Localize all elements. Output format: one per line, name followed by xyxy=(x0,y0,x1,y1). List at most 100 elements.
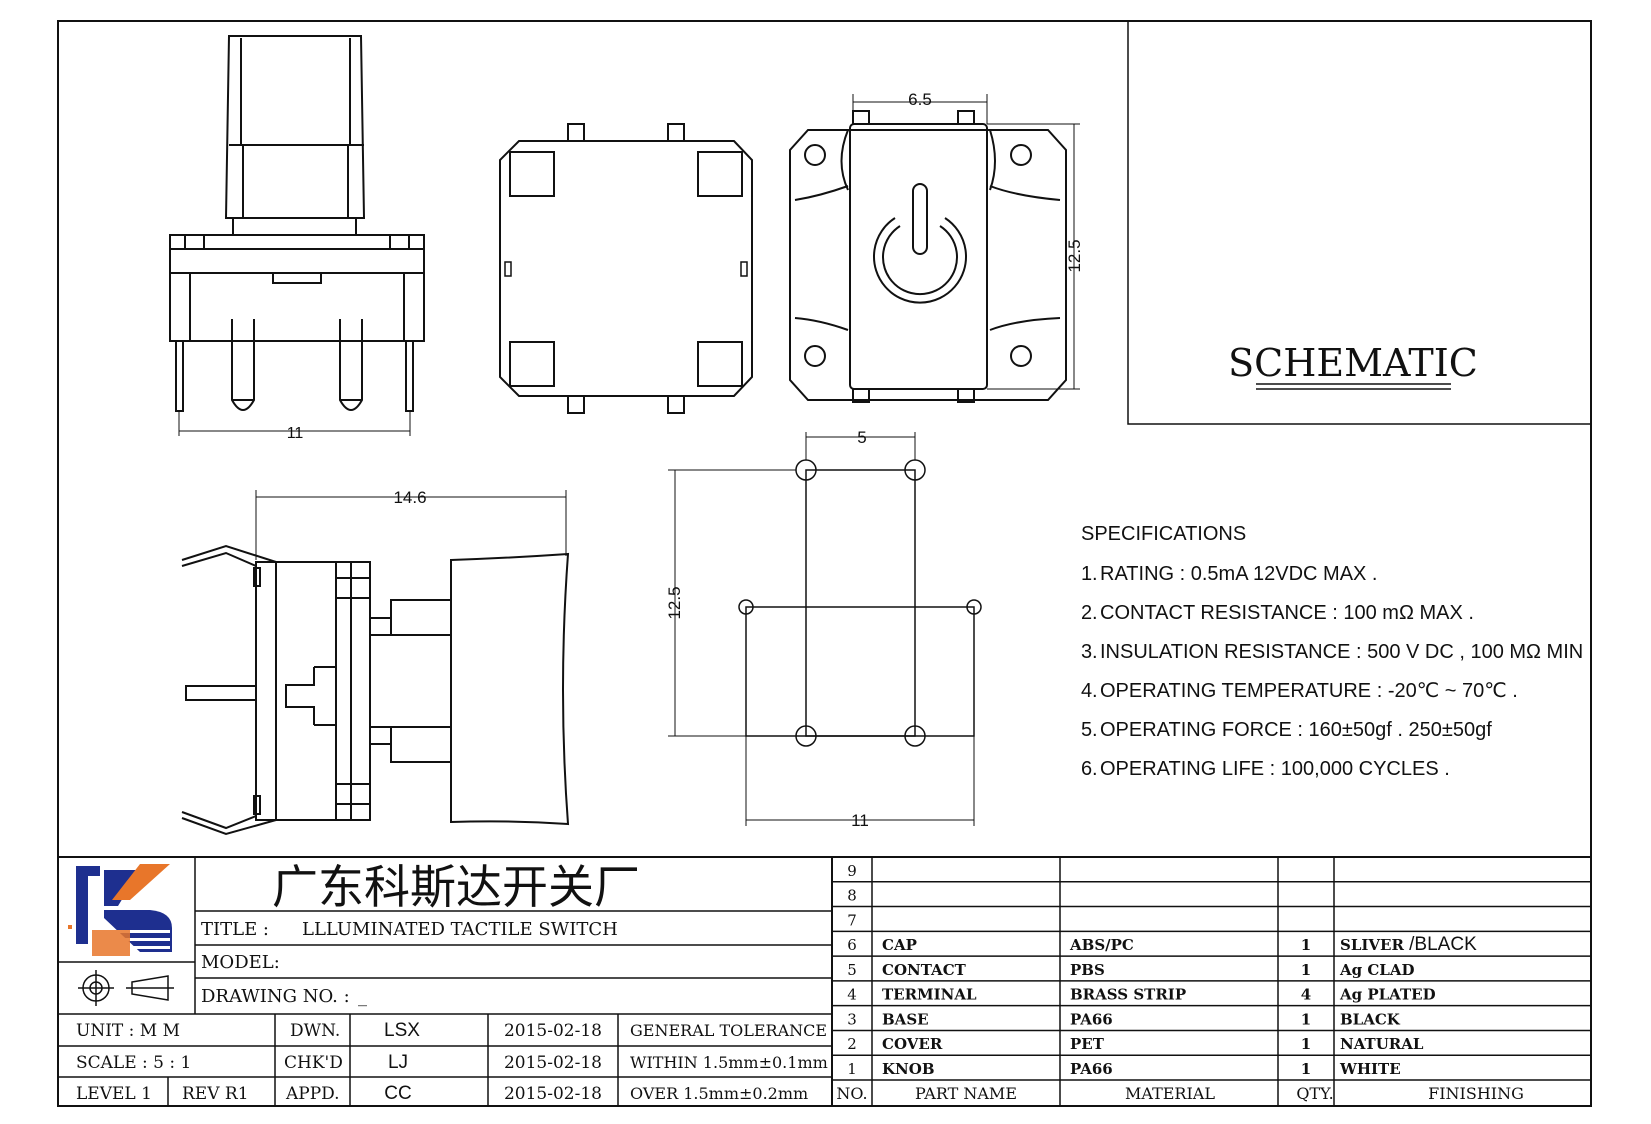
bom-row-qty: 1 xyxy=(1301,961,1311,979)
dim-side-width: 11 xyxy=(178,412,411,442)
spec-item: 2 . CONTACT RESISTANCE : 100 mΩ MAX . xyxy=(1081,602,1474,624)
bom-row-no: 5 xyxy=(847,961,857,979)
dim-pcb-height: 12.5 xyxy=(665,469,796,737)
dim-pcb-pitch-label: 5 xyxy=(857,428,866,447)
dim-lower-width: 14.6 xyxy=(255,488,567,560)
spec-item-num: 3 xyxy=(1081,641,1092,663)
title-block: 广东科斯达开关厂 TITLE : LLLUMINATED TACTILE SWI… xyxy=(58,856,1591,1106)
bom-row-part: KNOB xyxy=(882,1060,935,1078)
svg-text:.: . xyxy=(1092,641,1098,663)
spec-item-text: RATING : 0.5mA 12VDC MAX . xyxy=(1100,563,1377,585)
bom-row-no: 8 xyxy=(847,887,857,905)
drawn-by-label: DWN. xyxy=(290,1021,340,1041)
schematic-label: SCHEMATIC xyxy=(1228,341,1478,385)
scale-field: SCALE : 5 : 1 xyxy=(76,1053,191,1073)
bom-row-qty: 1 xyxy=(1301,1010,1311,1028)
bom-header-no: NO. xyxy=(836,1084,867,1103)
svg-text:.: . xyxy=(1092,680,1098,702)
spec-item: 3 . INSULATION RESISTANCE : 500 V DC , 1… xyxy=(1081,641,1583,663)
spec-item-text: CONTACT RESISTANCE : 100 mΩ MAX . xyxy=(1100,602,1474,624)
bom-row-part: TERMINAL xyxy=(882,986,977,1004)
approved-by-name: CC xyxy=(384,1083,411,1104)
checked-by-label: CHK'D xyxy=(284,1053,343,1073)
bom-row-no: 7 xyxy=(847,911,857,929)
dim-pcb-pitch: 5 xyxy=(805,428,916,460)
checked-date: 2015-02-18 xyxy=(504,1053,602,1073)
bom-row-material: ABS/PC xyxy=(1069,936,1134,954)
tolerance-heading: GENERAL TOLERANCE xyxy=(630,1021,827,1040)
bom-row: 9 xyxy=(847,862,857,880)
company-name: 广东科斯达开关厂 xyxy=(272,860,640,914)
bom-row: 8 xyxy=(847,887,857,905)
bom-row-finishing: NATURAL xyxy=(1340,1035,1424,1053)
revision-field: REV R1 xyxy=(182,1084,249,1104)
bom-row-finishing: Ag PLATED xyxy=(1339,986,1436,1004)
bom-row-no: 4 xyxy=(847,986,857,1004)
spec-item-num: 4 xyxy=(1081,680,1092,702)
approved-by-label: APPD. xyxy=(285,1084,340,1104)
bom-row-material: PET xyxy=(1070,1035,1105,1053)
bom-row-material: BRASS STRIP xyxy=(1070,986,1186,1004)
checked-by-name: LJ xyxy=(388,1052,408,1073)
spec-item-text: INSULATION RESISTANCE : 500 V DC , 100 M… xyxy=(1100,641,1583,663)
bom-row-material: PBS xyxy=(1070,961,1105,979)
bom-row-material: PA66 xyxy=(1070,1010,1113,1028)
power-icon xyxy=(873,183,967,304)
bom-row: 6 CAP ABS/PC 1 SLIVER /BLACK xyxy=(847,934,1477,955)
bom-header-part: PART NAME xyxy=(915,1084,1017,1103)
spec-item: 4 . OPERATING TEMPERATURE : -20℃ ~ 70℃ . xyxy=(1081,680,1518,702)
info-row-level: LEVEL 1 REV R1 APPD. CC 2015-02-18 OVER … xyxy=(76,1083,808,1104)
dim-lower-width-label: 14.6 xyxy=(393,488,426,507)
spec-item-num: 5 xyxy=(1081,719,1092,741)
spec-item: 1 . RATING : 0.5mA 12VDC MAX . xyxy=(1081,563,1377,585)
spec-item-text: OPERATING TEMPERATURE : -20℃ ~ 70℃ . xyxy=(1100,680,1518,702)
drawing-no-label: DRAWING NO. : xyxy=(201,986,350,1007)
drawing-no-value: _ xyxy=(358,986,367,1007)
spec-item-text: OPERATING LIFE : 100,000 CYCLES . xyxy=(1100,758,1450,780)
spec-item-num: 1 xyxy=(1081,563,1092,585)
bom-row-qty: 1 xyxy=(1301,936,1311,954)
bom-row-part: CONTACT xyxy=(882,961,967,979)
first-angle-projection-icon xyxy=(78,970,174,1006)
drawn-date: 2015-02-18 xyxy=(504,1021,602,1041)
bom-row-part: COVER xyxy=(882,1035,943,1053)
bom-row-finishing: SLIVER /BLACK xyxy=(1340,934,1477,955)
bom-row-qty: 1 xyxy=(1301,1060,1311,1078)
bom-row-qty: 4 xyxy=(1301,986,1311,1004)
svg-text:.: . xyxy=(1092,563,1098,585)
svg-text:.: . xyxy=(1092,758,1098,780)
bom-header-material: MATERIAL xyxy=(1125,1084,1215,1103)
bom-row-no: 3 xyxy=(847,1010,857,1028)
spec-heading: SPECIFICATIONS xyxy=(1081,523,1246,545)
sheet-border xyxy=(57,20,1592,1107)
info-row-unit: UNIT : M M DWN. LSX 2015-02-18 GENERAL T… xyxy=(76,1020,827,1041)
spec-item-num: 6 xyxy=(1081,758,1092,780)
bom-row-no: 6 xyxy=(847,936,857,954)
title-value: LLLUMINATED TACTILE SWITCH xyxy=(302,919,618,940)
dim-top-height: 12.5 xyxy=(987,123,1084,390)
info-row-scale: SCALE : 5 : 1 CHK'D LJ 2015-02-18 WITHIN… xyxy=(76,1052,828,1073)
bom-row: 4 TERMINAL BRASS STRIP 4 Ag PLATED xyxy=(847,986,1435,1004)
bottom-view xyxy=(499,123,753,414)
bom-row-part: CAP xyxy=(882,936,917,954)
bom-row-no: 9 xyxy=(847,862,857,880)
company-logo xyxy=(68,864,172,956)
lower-side-view xyxy=(181,544,570,836)
bom-header: NO. PART NAME MATERIAL QTY. FINISHING xyxy=(836,1084,1524,1103)
dim-top-width-label: 6.5 xyxy=(908,90,932,109)
spec-item-num: 2 xyxy=(1081,602,1092,624)
spec-item-text: OPERATING FORCE : 160±50gf . 250±50gf xyxy=(1100,719,1492,741)
tolerance-within: WITHIN 1.5mm±0.1mm xyxy=(630,1053,828,1072)
model-label: MODEL: xyxy=(201,952,280,973)
dim-top-height-label: 12.5 xyxy=(1065,239,1084,272)
bom-row-no: 2 xyxy=(847,1035,857,1053)
spec-item: 5 . OPERATING FORCE : 160±50gf . 250±50g… xyxy=(1081,719,1492,741)
level-field: LEVEL 1 xyxy=(76,1084,152,1104)
top-view xyxy=(789,110,1067,403)
svg-text:.: . xyxy=(1092,719,1098,741)
bom-row-finishing: WHITE xyxy=(1339,1060,1401,1078)
